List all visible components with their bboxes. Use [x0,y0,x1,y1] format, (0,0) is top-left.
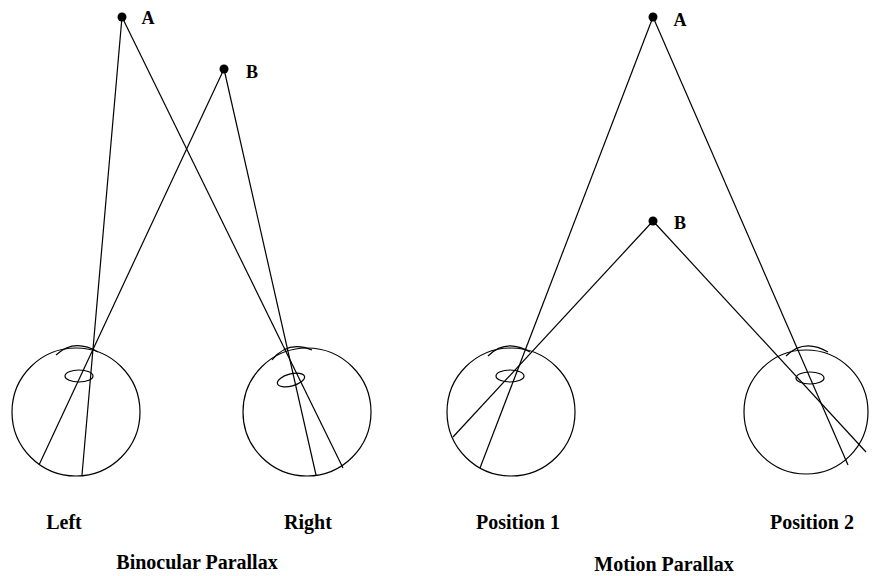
eyeball [243,348,371,476]
point-label: B [674,214,686,232]
sight-line [224,69,316,475]
sight-line [653,221,866,452]
point-label: A [674,11,687,29]
sight-line [653,17,848,465]
point-dot [649,217,658,226]
eye [447,346,575,476]
eye-label: Position 1 [476,512,560,532]
point-label: A [142,9,155,27]
cornea [488,346,530,356]
point-dot [649,13,658,22]
sight-line [82,17,122,475]
cornea [786,346,828,356]
sight-line [39,69,224,465]
eyeball [447,348,575,476]
point-dot [220,65,229,74]
sight-lines [39,17,866,475]
point-label: B [246,63,258,81]
eye [744,346,868,474]
cornea [272,347,312,360]
panel-caption: Binocular Parallax [116,552,277,572]
sight-line [453,221,653,437]
eye-label: Left [46,512,82,532]
eye [12,346,140,476]
eyes [12,346,868,476]
points [118,13,658,226]
lens [496,370,524,382]
sight-line [480,17,653,468]
panel-caption: Motion Parallax [594,554,733,574]
lens [796,372,824,384]
point-dot [118,13,127,22]
lens [276,371,306,390]
eye-label: Right [284,512,332,532]
eyeball [744,350,868,474]
cornea [56,346,98,355]
eye-label: Position 2 [770,512,854,532]
sight-line [122,17,343,468]
eye [243,347,371,476]
lens [65,370,93,382]
eyeball [12,348,140,476]
